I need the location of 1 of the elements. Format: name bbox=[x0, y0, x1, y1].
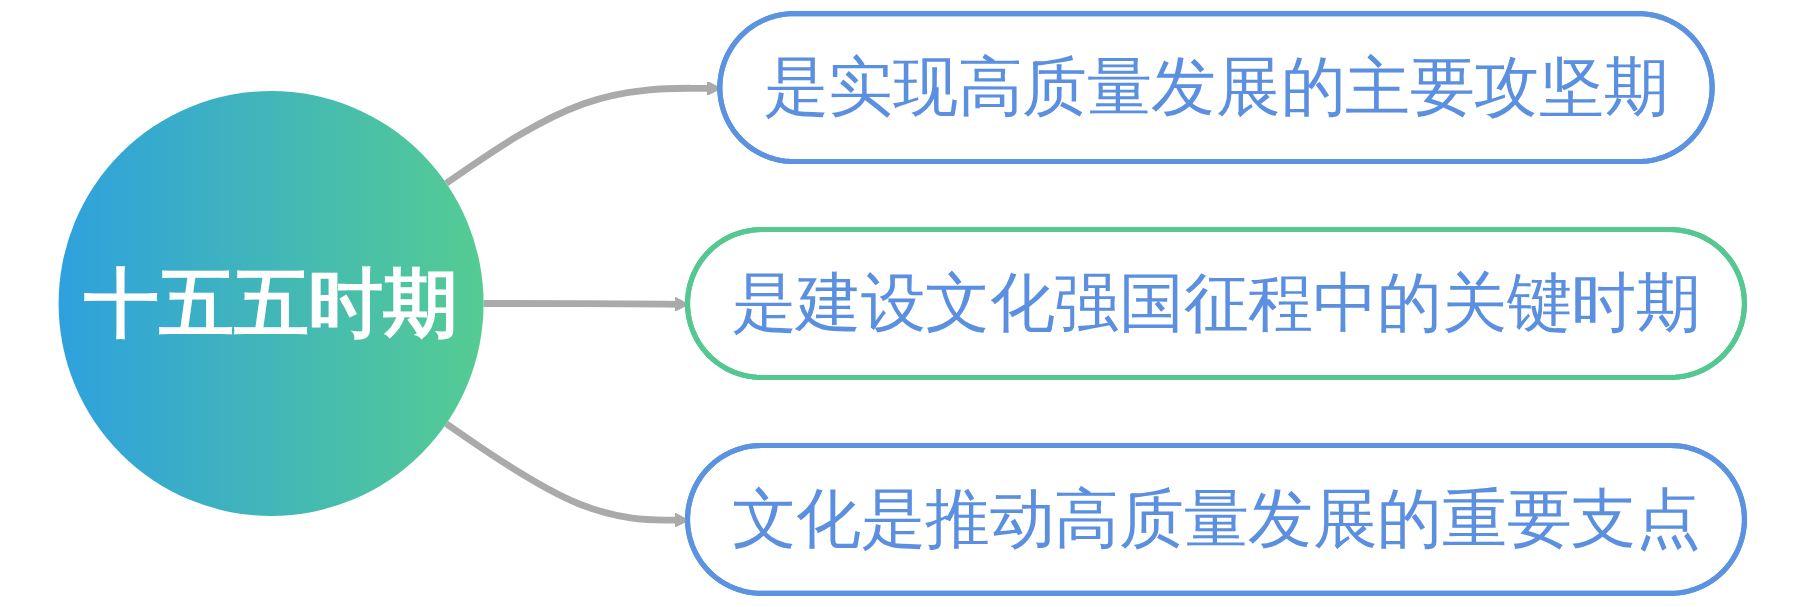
node-circle: 十五五时期 bbox=[58, 91, 484, 516]
